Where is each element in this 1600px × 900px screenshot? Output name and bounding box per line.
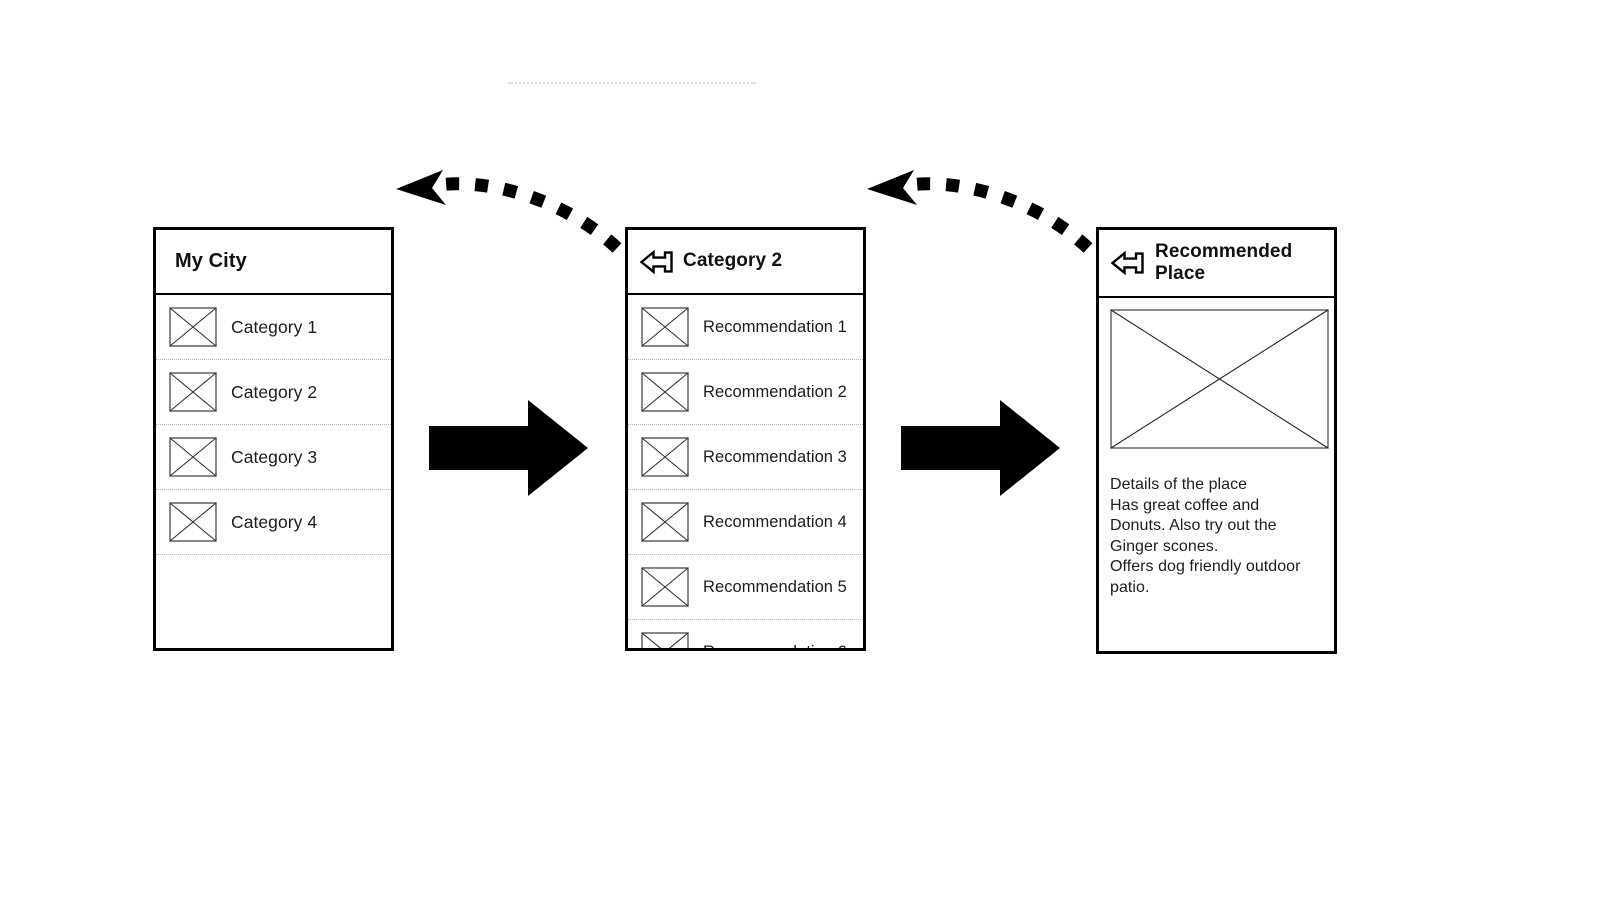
thumbnail-placeholder-icon	[169, 372, 217, 412]
thumbnail-placeholder-icon	[641, 567, 689, 607]
screen-recommended-place-header: Recommended Place	[1099, 230, 1334, 298]
list-empty-space	[156, 555, 391, 620]
thumbnail-placeholder-icon	[641, 632, 689, 648]
list-item[interactable]: Recommendation 4	[628, 490, 863, 555]
list-item[interactable]: Category 1	[156, 295, 391, 360]
screen-my-city: My City Category 1	[153, 227, 394, 651]
list-item[interactable]: Recommendation 6	[628, 620, 863, 649]
back-arrow-2	[867, 170, 1093, 253]
recommendation-list: Recommendation 1 Recommendation 2	[628, 295, 863, 649]
thumbnail-placeholder-icon	[169, 437, 217, 477]
top-divider-rule	[508, 82, 756, 84]
list-item[interactable]: Category 2	[156, 360, 391, 425]
place-description: Details of the place Has great coffee an…	[1110, 476, 1301, 596]
list-item[interactable]: Recommendation 5	[628, 555, 863, 620]
list-item-label: Recommendation 2	[703, 382, 847, 401]
list-item-label: Recommendation 1	[703, 317, 847, 336]
screen-my-city-header: My City	[156, 230, 391, 295]
list-item-label: Recommendation 6	[689, 643, 847, 649]
list-item[interactable]: Recommendation 3	[628, 425, 863, 490]
category-list: Category 1 Category 2	[156, 295, 391, 620]
list-item-label: Category 4	[231, 511, 318, 532]
list-item-label: Category 1	[231, 316, 318, 337]
thumbnail-placeholder-icon	[641, 307, 689, 347]
list-item[interactable]: Recommendation 2	[628, 360, 863, 425]
page-title: My City	[175, 249, 247, 272]
list-item[interactable]: Category 4	[156, 490, 391, 555]
list-item-label: Recommendation 5	[703, 577, 847, 596]
list-item-label: Recommendation 4	[703, 512, 847, 531]
arrow-left-icon[interactable]	[640, 249, 674, 275]
list-item-label: Recommendation 3	[703, 447, 847, 466]
page-title: Category 2	[683, 250, 783, 272]
list-item[interactable]: Recommendation 1	[628, 295, 863, 360]
thumbnail-placeholder-icon	[641, 437, 689, 477]
image-placeholder-icon	[1110, 309, 1329, 449]
thumbnail-placeholder-icon	[641, 502, 689, 542]
forward-arrow-1	[429, 400, 588, 496]
place-detail-body: Details of the place Has great coffee an…	[1099, 298, 1334, 598]
arrow-left-icon[interactable]	[1111, 250, 1145, 276]
screen-recommended-place: Recommended Place Details of the place H…	[1096, 227, 1337, 654]
thumbnail-placeholder-icon	[641, 372, 689, 412]
back-arrow-1	[396, 170, 622, 253]
screen-category-2: Category 2 Recommendation 1	[625, 227, 866, 651]
thumbnail-placeholder-icon	[169, 307, 217, 347]
screen-category-2-header: Category 2	[628, 230, 863, 295]
forward-arrow-2	[901, 400, 1060, 496]
list-item-label: Category 2	[231, 381, 318, 402]
list-item[interactable]: Category 3	[156, 425, 391, 490]
list-item-label: Category 3	[231, 446, 318, 467]
thumbnail-placeholder-icon	[169, 502, 217, 542]
page-title: Recommended Place	[1155, 240, 1293, 284]
